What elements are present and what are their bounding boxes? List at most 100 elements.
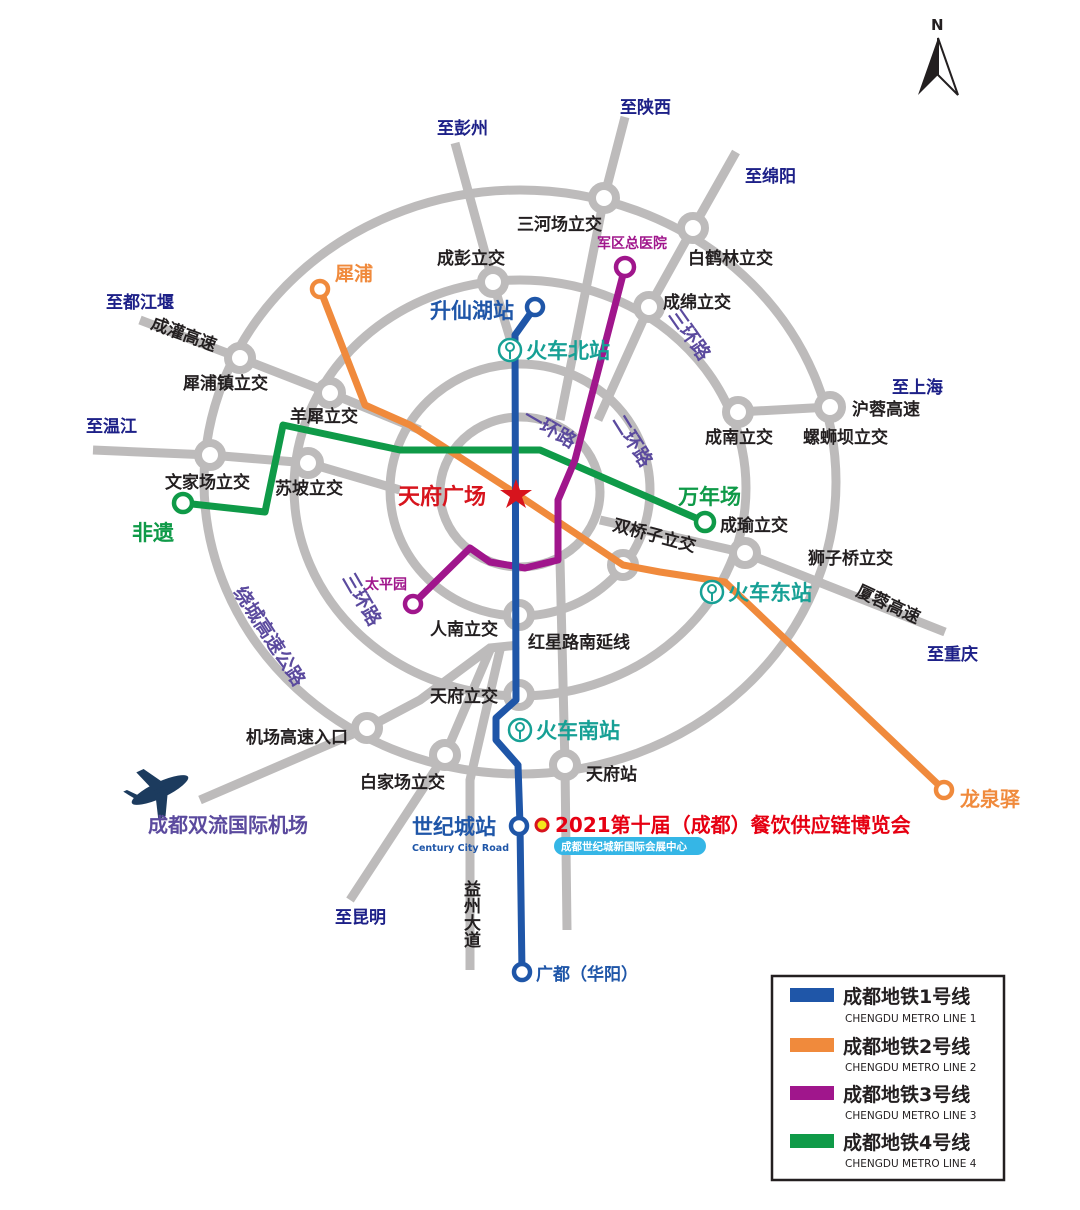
rail-north-label: 火车北站 — [526, 339, 610, 363]
legend-title: 成都地铁3号线 — [843, 1083, 970, 1106]
label-sanhechang: 三河场立交 — [517, 214, 602, 235]
legend-subtitle: CHENGDU METRO LINE 3 — [845, 1110, 976, 1122]
dest-kunming: 至昆明 — [335, 908, 386, 928]
legend-swatch — [790, 1134, 834, 1148]
label-shengxianhu: 升仙湖站 — [430, 299, 514, 323]
legend-item: 成都地铁1号线 CHENGDU METRO LINE 1 — [790, 985, 976, 1025]
label-supo: 苏坡立交 — [275, 478, 343, 499]
legend-subtitle: CHENGDU METRO LINE 1 — [845, 1013, 976, 1025]
label-chengpeng: 成彭立交 — [437, 248, 505, 269]
node-chengnan — [722, 396, 754, 428]
label-wannianchang: 万年场 — [677, 485, 741, 509]
label-chengguan: 成灌高速 — [148, 313, 219, 356]
node-chengmian — [633, 291, 665, 323]
label-yizhou: 益州大道 — [460, 879, 482, 948]
rail-east-icon — [699, 579, 725, 605]
dest-chongqing: 至重庆 — [927, 644, 978, 665]
metro-line-3 — [409, 263, 629, 608]
terminal-longquanyi[interactable] — [933, 779, 955, 801]
node-pixianzhen — [224, 342, 256, 374]
label-airport-entry: 机场高速入口 — [246, 727, 348, 748]
dest-shaanxi: 至陕西 — [620, 97, 671, 118]
legend-swatch — [790, 988, 834, 1002]
rail-east-label: 火车东站 — [728, 581, 812, 605]
label-hurong: 沪蓉高速 — [852, 399, 920, 420]
legend-item: 成都地铁4号线 CHENGDU METRO LINE 4 — [790, 1131, 977, 1170]
terminal-xipu[interactable] — [309, 278, 331, 300]
terminal-wannianchang[interactable] — [693, 510, 717, 534]
label-hongxing: 红星路南延线 — [528, 632, 630, 653]
road-airport — [198, 640, 520, 805]
terminal-taipingyuan[interactable] — [402, 593, 424, 615]
label-xiarong: 厦蓉高速 — [853, 580, 924, 628]
label-ring2: 二环路 — [608, 410, 658, 471]
node-chengpeng — [477, 266, 509, 298]
dest-dujiangyan: 至都江堰 — [106, 292, 174, 313]
legend: 成都地铁1号线 CHENGDU METRO LINE 1 成都地铁2号线 CHE… — [770, 974, 1006, 1182]
label-luoshiba: 螺蛳坝立交 — [803, 427, 888, 448]
rail-north-icon — [497, 337, 523, 363]
terminal-guangdu[interactable] — [511, 961, 533, 983]
legend-swatch — [790, 1086, 834, 1100]
label-shiziqiao: 狮子桥立交 — [807, 548, 893, 569]
expo-title: 2021第十届（成都）餐饮供应链博览会 — [555, 813, 911, 837]
road-mianyang — [593, 149, 740, 422]
station-shijicheng[interactable] — [508, 815, 530, 837]
node-tianfu-station — [549, 749, 581, 781]
airplane-icon — [123, 768, 191, 820]
label-chengmian: 成绵立交 — [663, 292, 731, 313]
label-tianfu-square: 天府广场 — [398, 484, 486, 510]
label-chengnan: 成南立交 — [705, 427, 773, 448]
terminal-shengxianhu[interactable] — [524, 296, 546, 318]
legend-subtitle: CHENGDU METRO LINE 4 — [845, 1158, 977, 1170]
label-feiyi: 非遗 — [132, 521, 174, 545]
rail-south-icon — [507, 717, 533, 743]
expo-marker-icon[interactable] — [534, 817, 550, 833]
label-baihelin: 白鹤林立交 — [688, 248, 773, 269]
dest-wenjiang: 至温江 — [86, 417, 137, 437]
node-wenjiachang — [194, 439, 226, 471]
road-yizhou — [465, 648, 505, 970]
label-chengyu: 成瑜立交 — [720, 515, 788, 536]
label-taipingyuan: 太平园 — [365, 576, 407, 593]
label-ring1: 一环路 — [520, 404, 582, 453]
legend-subtitle: CHENGDU METRO LINE 2 — [845, 1062, 976, 1074]
node-baijiachang — [429, 739, 461, 771]
metro-line-1 — [492, 303, 539, 976]
label-baijiachang: 白家场立交 — [360, 772, 445, 793]
legend-swatch — [790, 1038, 834, 1052]
metro-line-4 — [179, 421, 709, 526]
airport-label: 成都双流国际机场 — [148, 813, 308, 837]
road-wenjiang — [92, 445, 402, 495]
legend-title: 成都地铁1号线 — [843, 985, 970, 1008]
terminal-feiyi[interactable] — [171, 491, 195, 515]
node-sanhechang — [588, 182, 620, 214]
node-luoshiba — [814, 391, 846, 423]
label-longquanyi: 龙泉驿 — [960, 787, 1021, 811]
north-arrow-icon — [918, 37, 959, 96]
label-guangdu: 广都（华阳） — [536, 964, 638, 985]
dest-shanghai: 至上海 — [892, 377, 943, 398]
node-airport-entry — [351, 712, 383, 744]
label-wenjiachang: 文家场立交 — [165, 472, 250, 493]
dest-mianyang: 至绵阳 — [745, 166, 796, 187]
label-pixianzhen: 犀浦镇立交 — [183, 373, 268, 394]
dest-pengzhou: 至彭州 — [437, 118, 488, 139]
label-xipu: 犀浦 — [335, 262, 373, 285]
terminal-junqu[interactable] — [613, 255, 637, 279]
label-shijicheng: 世纪城站 — [412, 815, 496, 839]
expo-venue: 成都世纪城新国际会展中心 — [561, 840, 687, 853]
label-junqu: 军区总医院 — [597, 235, 667, 252]
star-icon — [500, 479, 532, 508]
legend-item: 成都地铁3号线 CHENGDU METRO LINE 3 — [790, 1083, 976, 1122]
node-supo — [292, 447, 324, 479]
label-rennan: 人南立交 — [430, 619, 498, 640]
road-hongxing — [555, 559, 572, 931]
label-yangxi: 羊犀立交 — [290, 406, 358, 427]
rail-south-label: 火车南站 — [536, 719, 620, 743]
label-tianfu-station: 天府站 — [586, 764, 637, 785]
label-tianfu: 天府立交 — [430, 686, 498, 707]
legend-title: 成都地铁2号线 — [843, 1035, 970, 1058]
interchange-nodes — [194, 182, 846, 781]
